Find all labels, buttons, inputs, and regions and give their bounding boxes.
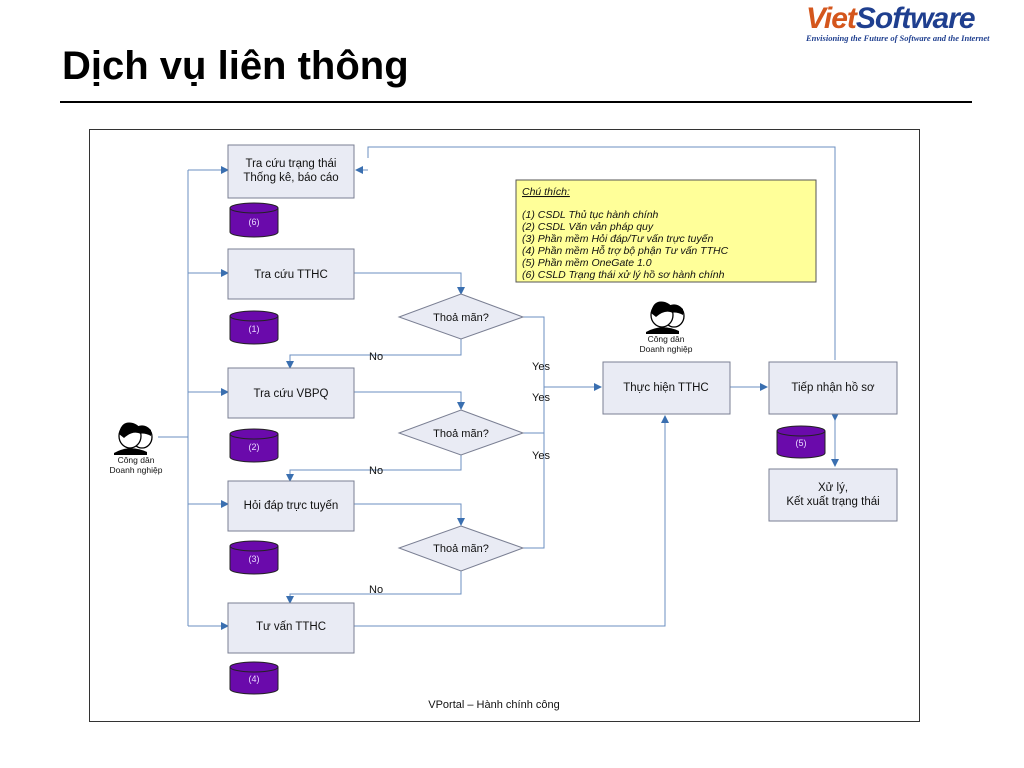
label-xuly-2: Kết xuất trạng thái bbox=[786, 496, 879, 508]
legend-heading: Chú thích: bbox=[522, 186, 570, 198]
decision-2-label: Thoả mãn? bbox=[433, 428, 489, 440]
label-tracuu-trangthai-2: Thống kê, báo cáo bbox=[243, 172, 338, 184]
vietsoftware-logo: VietSoftware Envisioning the Future of S… bbox=[800, 2, 1022, 46]
logo-tagline: Envisioning the Future of Software and t… bbox=[806, 33, 990, 43]
database-6 bbox=[229, 202, 279, 238]
label-tracuu-tthc: Tra cứu TTHC bbox=[254, 269, 328, 281]
decision-1 bbox=[397, 293, 525, 340]
decision-2 bbox=[397, 409, 525, 456]
database-5 bbox=[776, 425, 826, 459]
actor-left-line2: Doanh nghiệp bbox=[110, 465, 163, 475]
box-tracuu-vbpq bbox=[227, 367, 355, 419]
box-tuvan bbox=[227, 602, 355, 654]
title-divider bbox=[60, 101, 972, 103]
box-tiepnhan bbox=[768, 361, 898, 415]
label-thuchien: Thực hiện TTHC bbox=[623, 382, 708, 394]
decision-1-label: Thoả mãn? bbox=[433, 312, 489, 324]
actor-right-line2: Doanh nghiệp bbox=[640, 344, 693, 354]
connector-no-3 bbox=[286, 571, 462, 604]
connector-hoidap-decision3 bbox=[354, 503, 465, 526]
label-tiepnhan: Tiếp nhận hồ sơ bbox=[791, 382, 875, 394]
legend-item-5: (5) Phần mềm OneGate 1.0 bbox=[522, 257, 652, 269]
database-1-label: (1) bbox=[249, 324, 260, 334]
logo-wordmark: VietSoftware bbox=[806, 2, 976, 36]
label-tracuu-trangthai-1: Tra cứu trạng thái bbox=[245, 158, 336, 170]
database-4 bbox=[229, 661, 279, 695]
box-hoidap bbox=[227, 480, 355, 532]
diagram-caption: VPortal – Hành chính công bbox=[428, 699, 559, 711]
database-3-label: (3) bbox=[249, 554, 260, 564]
actor-right-line1: Công dân bbox=[648, 334, 685, 344]
label-hoidap: Hỏi đáp trực tuyến bbox=[244, 500, 339, 512]
person-icon-right bbox=[646, 301, 685, 334]
connector-tthc-decision1 bbox=[354, 272, 465, 295]
legend-item-4: (4) Phần mềm Hỗ trợ bộ phận Tư vấn TTHC bbox=[522, 244, 729, 257]
no-label-2: No bbox=[369, 465, 383, 477]
database-2 bbox=[229, 428, 279, 463]
database-1 bbox=[229, 310, 279, 345]
connector-vbpq-decision2 bbox=[354, 391, 465, 410]
decision-3 bbox=[397, 525, 525, 572]
box-xuly bbox=[768, 468, 898, 522]
slide-title: Dịch vụ liên thông bbox=[62, 44, 409, 88]
legend-item-6: (6) CSLD Trạng thái xử lý hồ sơ hành chí… bbox=[522, 269, 725, 281]
yes-label-2: Yes bbox=[532, 392, 550, 404]
database-5-label: (5) bbox=[796, 438, 807, 448]
no-label-3: No bbox=[369, 584, 383, 596]
connector-feedback-top bbox=[367, 146, 836, 360]
label-tuvan: Tư vấn TTHC bbox=[256, 621, 326, 633]
box-tracuu-trangthai bbox=[227, 144, 355, 199]
connectors bbox=[158, 146, 839, 630]
database-4-label: (4) bbox=[249, 674, 260, 684]
legend-item-1: (1) CSDL Thủ tục hành chính bbox=[522, 209, 659, 221]
legend-item-2: (2) CSDL Văn vản pháp quy bbox=[522, 221, 654, 233]
decision-3-label: Thoả mãn? bbox=[433, 543, 489, 555]
yes-label-1: Yes bbox=[532, 361, 550, 373]
actor-left-line1: Công dân bbox=[118, 455, 155, 465]
label-tracuu-vbpq: Tra cứu VBPQ bbox=[253, 388, 328, 400]
yes-label-3: Yes bbox=[532, 450, 550, 462]
database-2-label: (2) bbox=[249, 442, 260, 452]
logo-part-viet: Viet bbox=[806, 2, 857, 35]
database-3 bbox=[229, 540, 279, 575]
box-thuchien bbox=[602, 361, 731, 415]
box-tracuu-tthc bbox=[227, 248, 355, 300]
label-xuly-1: Xử lý, bbox=[818, 482, 848, 494]
no-label-1: No bbox=[369, 351, 383, 363]
database-6-label: (6) bbox=[249, 217, 260, 227]
legend-box bbox=[515, 179, 817, 283]
connector-no-1 bbox=[286, 339, 462, 369]
logo-part-software: Software bbox=[855, 2, 976, 35]
legend-item-3: (3) Phần mềm Hỏi đáp/Tư vấn trực tuyến bbox=[522, 233, 713, 245]
connector-no-2 bbox=[286, 455, 462, 482]
person-icon-left bbox=[114, 422, 153, 455]
connector-tuvan-thuchien bbox=[354, 415, 669, 627]
